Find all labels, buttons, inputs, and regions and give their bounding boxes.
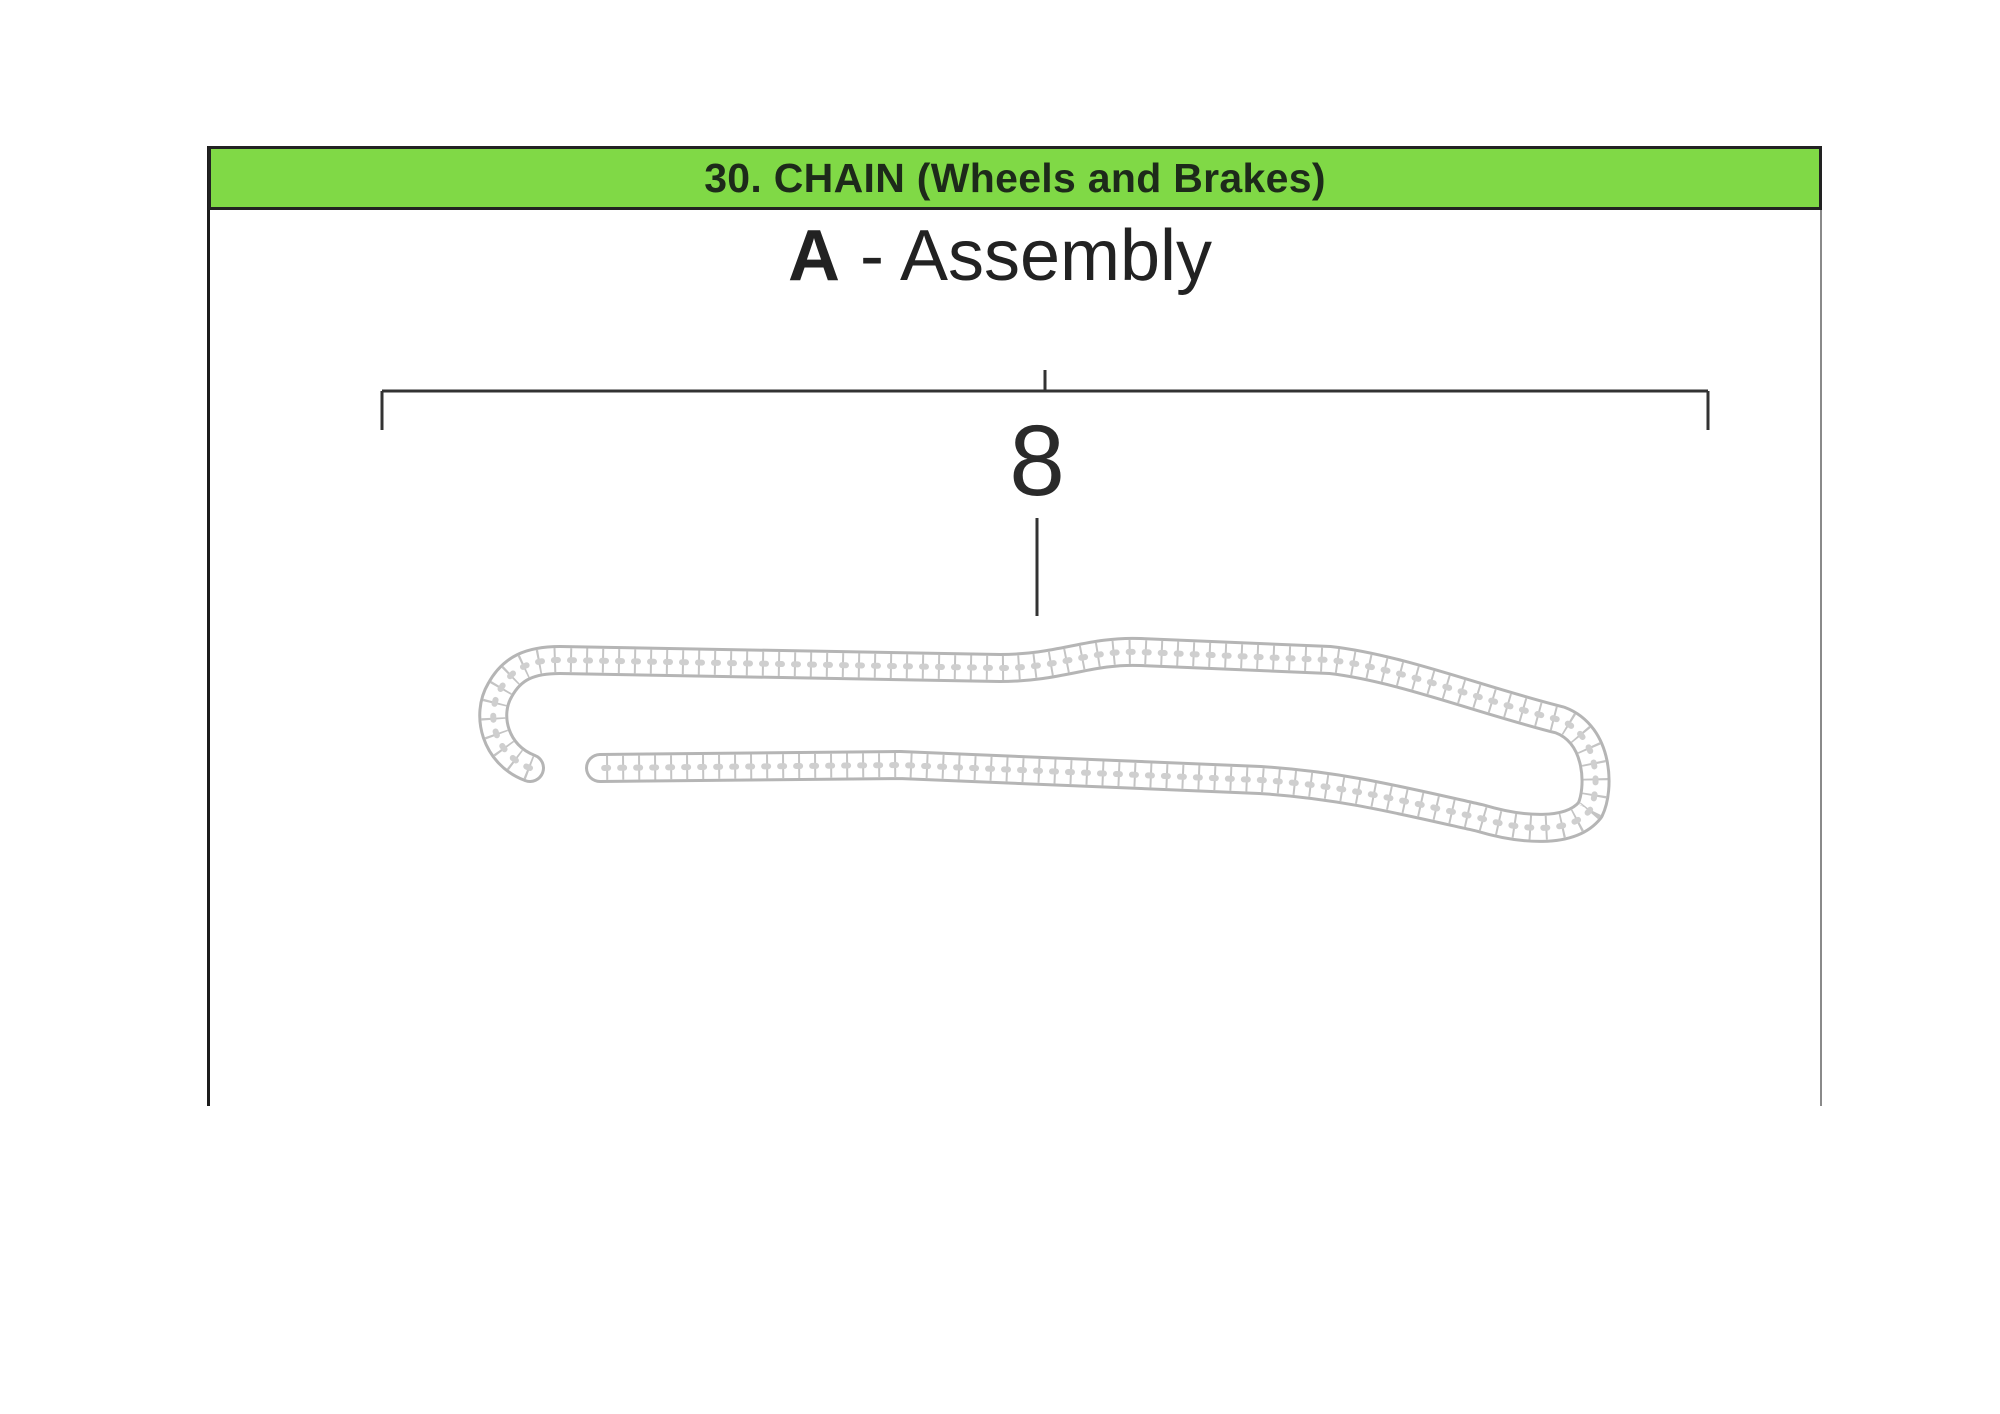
assembly-bracket <box>380 370 1710 430</box>
section-header-title: 30. CHAIN (Wheels and Brakes) <box>704 154 1326 201</box>
assembly-name: Assembly <box>899 216 1213 296</box>
assembly-separator: - <box>839 216 900 296</box>
assembly-title: A - Assembly <box>0 215 2000 297</box>
bicycle-chain-drawing <box>478 636 1611 843</box>
assembly-letter: A <box>787 216 840 296</box>
section-header-bar: 30. CHAIN (Wheels and Brakes) <box>208 146 1822 210</box>
part-callout-number: 8 <box>1009 405 1065 517</box>
chain-roller-pins <box>490 648 1599 831</box>
diagram-frame <box>207 146 1822 1106</box>
